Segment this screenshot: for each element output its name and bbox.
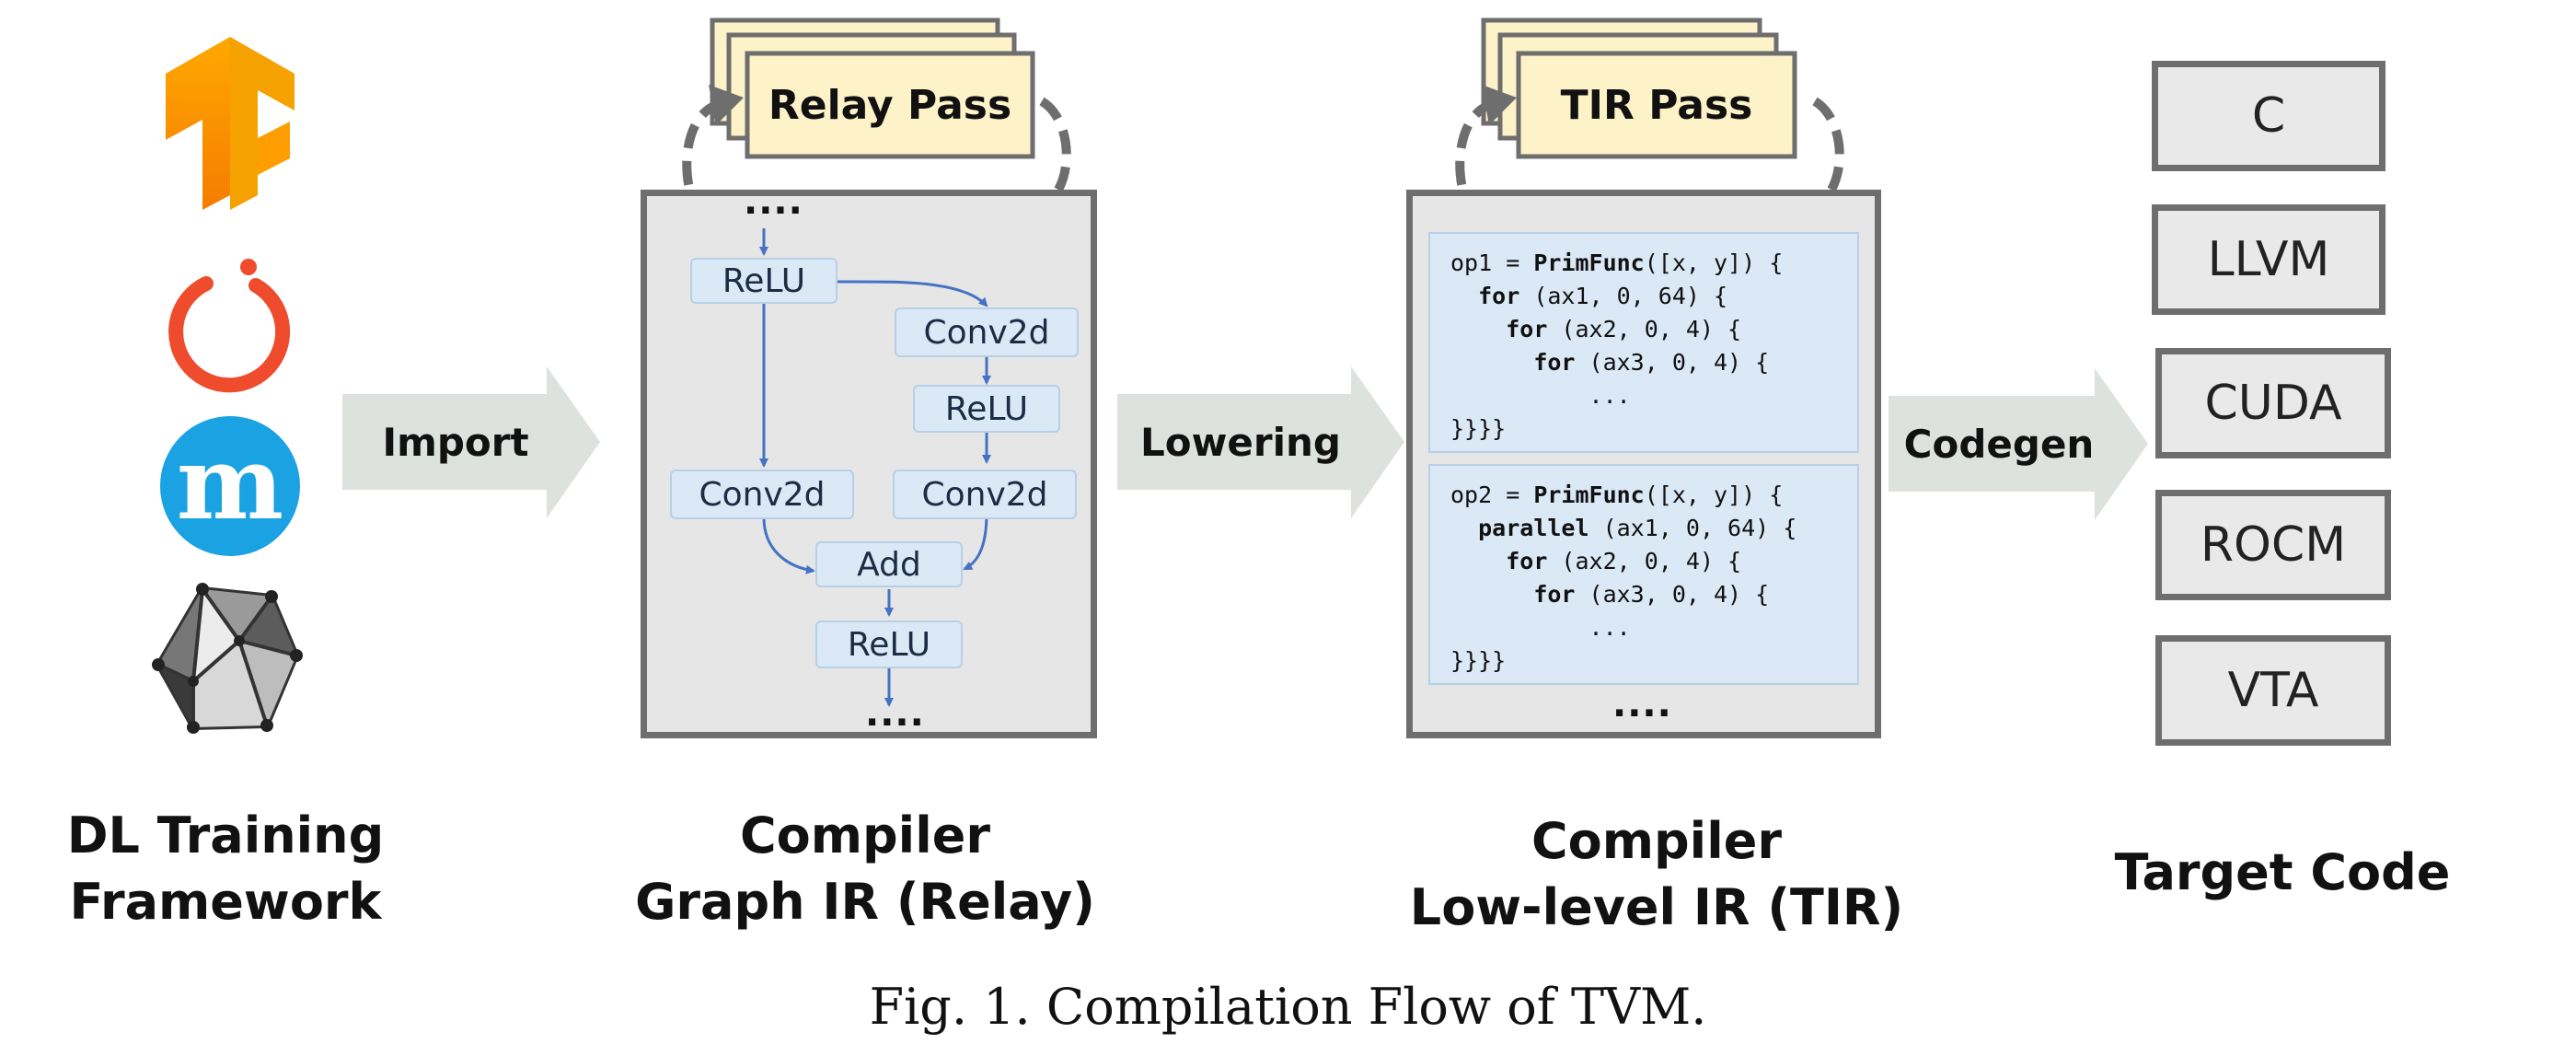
target-llvm: LLVM (2152, 204, 2385, 315)
code-line: for (ax3, 0, 4) { (1533, 349, 1770, 376)
relay-caption-line2: Graph IR (Relay) (635, 873, 1095, 931)
code-line: for (ax2, 0, 4) { (1506, 316, 1742, 342)
relay-node-relu-right: ReLU (913, 385, 1060, 433)
target-vta: VTA (2155, 635, 2391, 746)
figure-caption: Fig. 1. Compilation Flow of TVM. (869, 978, 1707, 1036)
tir-pass-label: TIR Pass (1560, 81, 1753, 129)
relay-caption: Compiler Graph IR (Relay) (589, 803, 1141, 935)
relay-node-add: Add (815, 541, 963, 587)
code-line: for (ax2, 0, 4) { (1506, 548, 1742, 574)
tir-code-op2: op2 = PrimFunc([x, y]) { parallel (ax1, … (1428, 464, 1859, 685)
tir-pass-stack (1481, 17, 1797, 159)
relay-caption-line1: Compiler (740, 806, 990, 864)
tir-caption: Compiler Low-level IR (TIR) (1362, 808, 1951, 941)
code-line: }}}} (1450, 647, 1507, 674)
relay-bottom-dots: .... (865, 692, 925, 735)
relay-node-relu-bottom: ReLU (815, 621, 963, 668)
target-rocm: ROCM (2155, 490, 2391, 600)
code-line: ... (1588, 614, 1631, 641)
relay-pass-stack (710, 17, 1035, 159)
relay-node-conv2d-right-2: Conv2d (893, 470, 1077, 519)
framework-caption-line2: Framework (69, 873, 382, 931)
relay-top-dots: .... (744, 180, 803, 223)
code-line: }}}} (1450, 415, 1507, 442)
pytorch-logo-icon (168, 259, 291, 393)
lowering-label: Lowering (1140, 420, 1341, 465)
framework-icons (152, 37, 303, 734)
tir-code-op1: op1 = PrimFunc([x, y]) { for (ax1, 0, 64… (1428, 232, 1859, 453)
code-line: ... (1588, 382, 1631, 409)
framework-caption-line1: DL Training (66, 806, 385, 864)
relay-pass-label: Relay Pass (768, 81, 1012, 129)
lowering-arrow (1117, 366, 1404, 518)
onnx-logo-icon (152, 583, 303, 734)
codegen-arrow (1889, 368, 2148, 520)
import-arrow (342, 366, 600, 518)
code-line: op1 = PrimFunc([x, y]) { (1450, 249, 1784, 276)
target-c: C (2152, 61, 2385, 171)
framework-caption: DL Training Framework (37, 803, 414, 935)
tir-bottom-dots: .... (1612, 683, 1672, 725)
tensorflow-logo-icon (166, 37, 295, 210)
tir-caption-line1: Compiler (1531, 812, 1782, 870)
relay-node-relu-top: ReLU (690, 258, 837, 304)
code-line: for (ax1, 0, 64) { (1478, 283, 1728, 309)
relay-node-conv2d-right-1: Conv2d (895, 307, 1079, 357)
target-caption-line1: Target Code (2114, 843, 2451, 901)
relay-node-conv2d-left: Conv2d (670, 470, 854, 519)
relay-graph-edges (759, 228, 991, 707)
target-caption: Target Code (2071, 840, 2494, 906)
target-cuda: CUDA (2155, 348, 2391, 458)
mxnet-logo-icon (160, 416, 300, 556)
tir-caption-line2: Low-level IR (TIR) (1409, 878, 1904, 936)
codegen-label: Codegen (1903, 422, 2095, 467)
code-line: op2 = PrimFunc([x, y]) { (1450, 481, 1784, 508)
code-line: parallel (ax1, 0, 64) { (1478, 515, 1797, 541)
mxnet-letter: m (176, 423, 284, 542)
code-line: for (ax3, 0, 4) { (1533, 581, 1770, 608)
import-label: Import (382, 420, 529, 465)
